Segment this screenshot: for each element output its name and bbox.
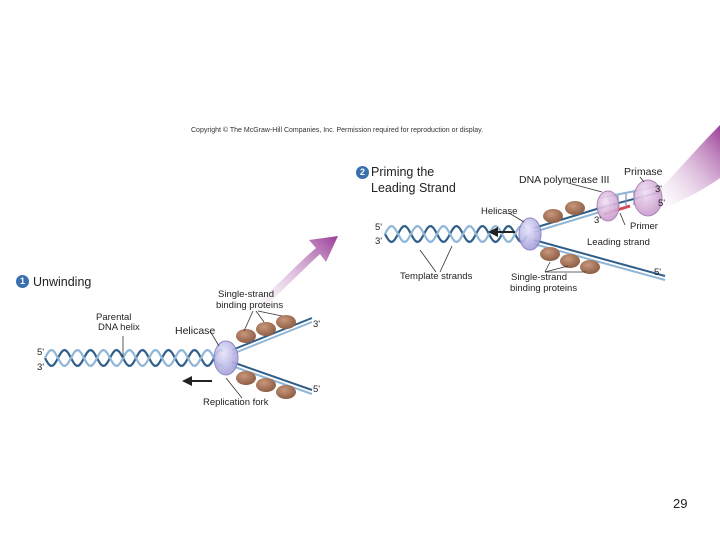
lower-ssb-proteins xyxy=(236,315,296,399)
dna-polymerase-iii xyxy=(596,190,620,222)
primer-label: Primer xyxy=(630,221,658,232)
helicase-lower-label: Helicase xyxy=(175,325,216,337)
lower-fork-3-prime-label: 3' xyxy=(313,319,321,330)
dna-polymerase-label: DNA polymerase III xyxy=(519,174,610,186)
lower-3-prime-label: 3' xyxy=(37,362,45,373)
upper-bottom-5-prime-label: 5' xyxy=(654,267,662,278)
upper-right-3-prime-label: 3' xyxy=(655,184,663,195)
step-2-badge: 2 xyxy=(356,166,369,179)
step-2-title-line1: Priming the xyxy=(371,165,435,179)
ssb-lower-label-line2: binding proteins xyxy=(216,300,284,311)
helix-group xyxy=(44,224,528,368)
step-1-badge: 1 xyxy=(16,275,29,288)
replication-fork-label: Replication fork xyxy=(203,397,269,408)
ssb-upper-label-line2: binding proteins xyxy=(510,283,578,294)
ssb-upper-label-line1: Single-strand xyxy=(511,272,567,283)
ssb-lower-label-line1: Single-strand xyxy=(218,289,274,300)
helicase-lower xyxy=(213,340,239,376)
upper-parental-helix xyxy=(384,224,528,244)
parental-dna-label-line1: Parental xyxy=(96,312,132,323)
upper-mid-3-prime-label: 3' xyxy=(594,215,602,226)
upper-left-5-prime-label: 5' xyxy=(375,222,383,233)
lower-parental-helix xyxy=(44,348,224,368)
helicase-upper-label: Helicase xyxy=(481,206,518,217)
parental-dna-label-line2: DNA helix xyxy=(98,322,140,333)
step-1-title: Unwinding xyxy=(33,275,92,289)
upper-ssb-proteins xyxy=(540,201,600,274)
primase xyxy=(633,179,663,217)
upper-left-3-prime-label: 3' xyxy=(375,236,383,247)
leader-lines xyxy=(122,176,645,399)
template-strands-label: Template strands xyxy=(400,271,473,282)
direction-arrows xyxy=(182,227,515,386)
lower-fork-5-prime-label: 5' xyxy=(313,384,321,395)
primase-label: Primase xyxy=(624,166,663,178)
lower-5-prime-label: 5' xyxy=(37,347,45,358)
upper-right-5-prime-label: 5' xyxy=(658,198,666,209)
step-2-title-line2: Leading Strand xyxy=(371,181,456,195)
helicase-upper xyxy=(518,217,542,251)
corner-arrow xyxy=(645,125,720,212)
copyright-notice: Copyright © The McGraw-Hill Companies, I… xyxy=(191,127,484,134)
transition-arrow xyxy=(238,236,338,324)
page-number: 29 xyxy=(673,496,688,511)
leading-strand-label: Leading strand xyxy=(587,237,650,248)
